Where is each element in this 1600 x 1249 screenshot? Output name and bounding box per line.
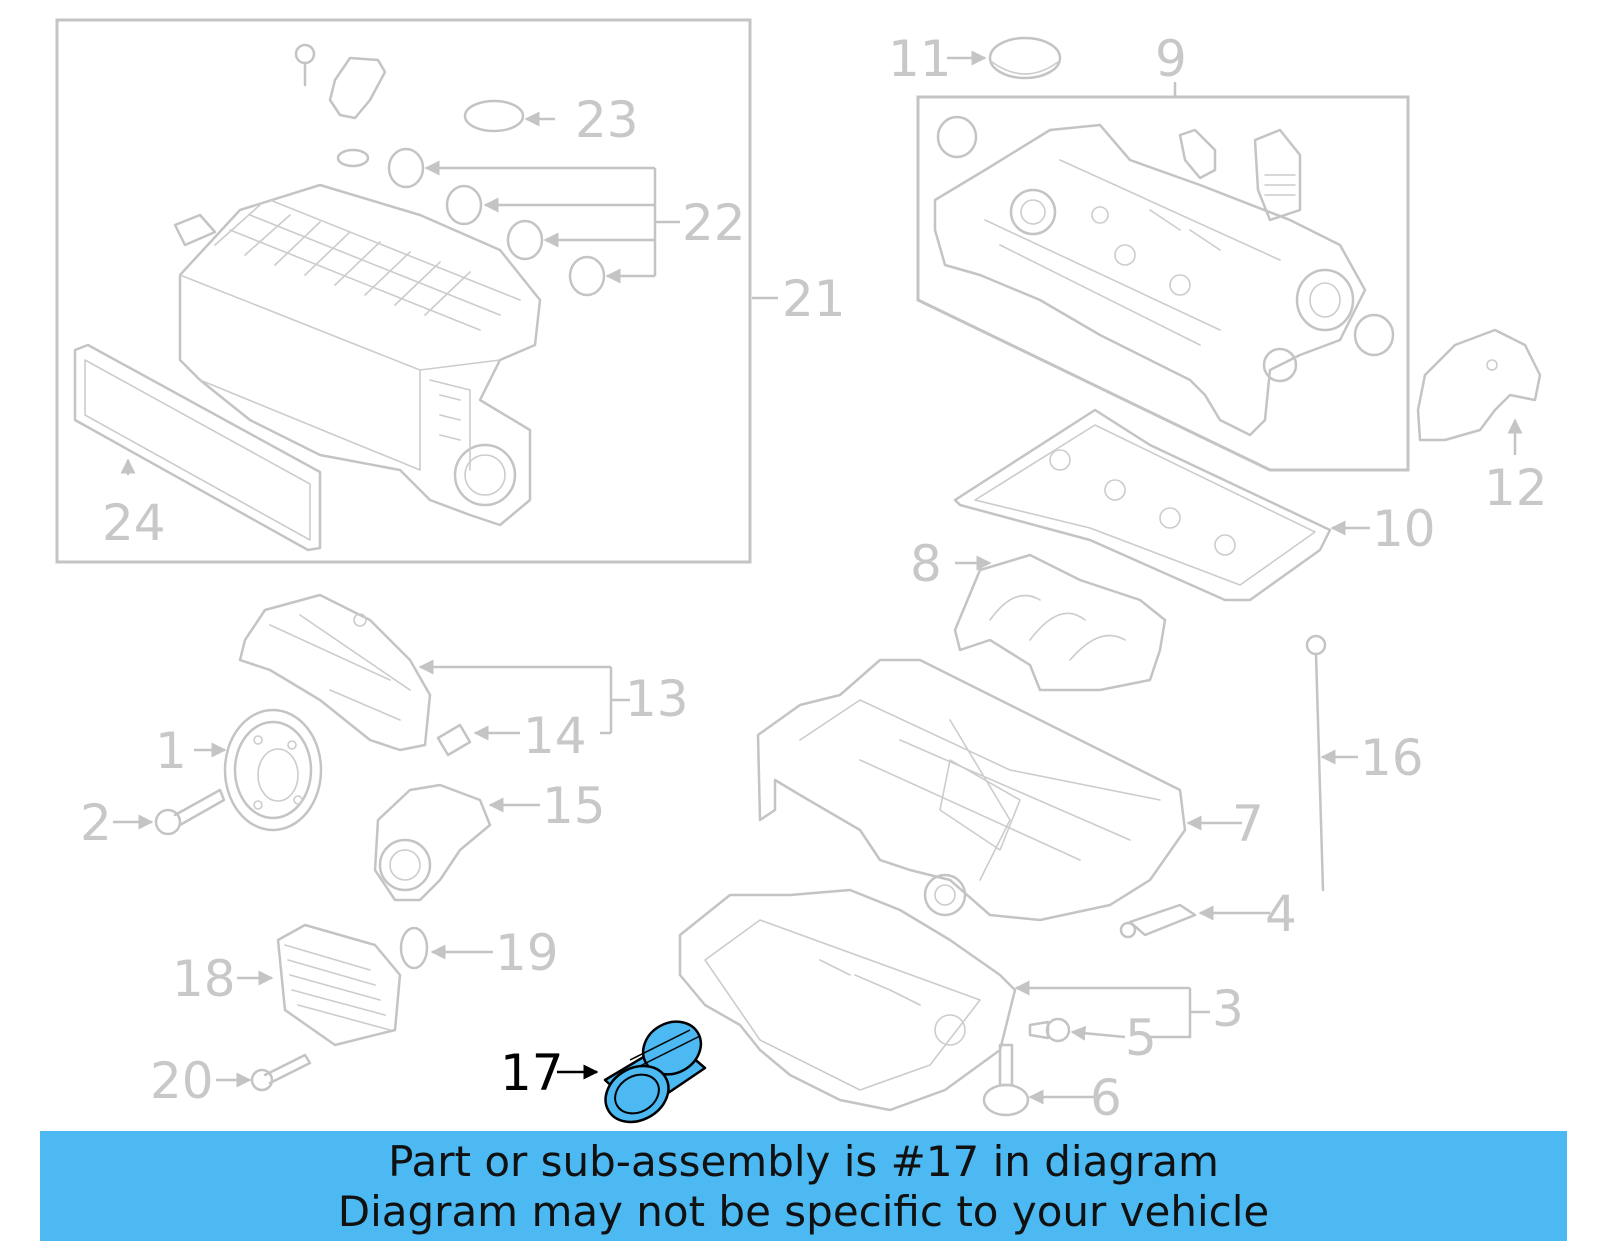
callout-17-highlighted: 17 [500,1044,564,1102]
callout-12: 12 [1484,459,1548,517]
callout-14: 14 [523,707,587,765]
callout-22: 22 [682,194,746,252]
pulley-1 [223,708,323,832]
callout-13: 13 [625,670,689,728]
bolt-20 [250,1053,312,1092]
callout-7: 7 [1232,795,1264,853]
o-ring-19 [399,926,429,970]
cam-sensor [1178,128,1217,180]
callout-15: 15 [542,777,606,835]
callout-23: 23 [575,91,639,149]
oil-filter-17 [603,1020,707,1124]
o-ring-23 [463,99,525,133]
lower-oil-pan-3 [678,888,1017,1112]
timing-cover-12 [1416,328,1542,442]
oil-level-sensor-6 [982,1043,1030,1117]
manifold-sensor [294,43,387,120]
seal-left [936,115,978,159]
o-ring-small [336,148,370,168]
sensor-4 [1119,903,1197,939]
valve-cover [933,123,1367,437]
callout-2: 2 [80,794,112,852]
callout-5: 5 [1125,1009,1157,1067]
callout-1: 1 [155,722,187,780]
drain-plug-5 [1028,1017,1071,1043]
seals-22 [387,147,606,297]
clip-14 [436,723,472,757]
timing-belt-cover-13 [238,593,432,752]
callout-19: 19 [495,924,559,982]
callout-10: 10 [1372,500,1436,558]
callout-21: 21 [782,270,846,328]
callout-6: 6 [1090,1069,1122,1127]
oil-cooler-18 [276,923,402,1047]
info-banner: Part or sub-assembly is #17 in diagram D… [40,1131,1567,1241]
dipstick-16 [1305,634,1327,892]
callout-3: 3 [1212,980,1244,1038]
baffle-8 [953,553,1167,692]
callout-4: 4 [1265,885,1297,943]
callout-24: 24 [102,494,166,552]
valve-cover-box [916,95,1410,472]
bolt-2 [154,788,226,836]
banner-line-part: Part or sub-assembly is #17 in diagram [388,1137,1219,1186]
seal-housing-15 [373,783,492,902]
gasket-10 [953,408,1332,602]
leader-lines [113,50,1523,1105]
banner-line-disclaimer: Diagram may not be specific to your vehi… [337,1187,1270,1236]
callout-16: 16 [1360,729,1424,787]
pcv-valve [1253,128,1302,222]
upper-oil-pan-7 [756,658,1187,922]
callout-18: 18 [172,950,236,1008]
callout-11: 11 [888,30,952,88]
intake-manifold [173,183,542,527]
oil-cap-11 [988,36,1062,80]
seal-right [1353,313,1395,357]
callout-9: 9 [1155,30,1187,88]
intake-assembly-box [55,18,752,564]
callout-20: 20 [150,1052,214,1110]
gasket-24 [73,343,322,552]
callout-8: 8 [910,535,942,593]
